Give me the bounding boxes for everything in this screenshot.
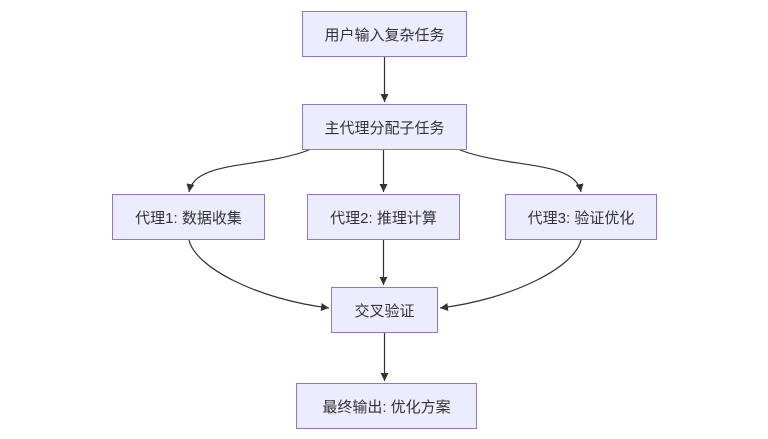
node-agent3: 代理3: 验证优化: [505, 194, 657, 240]
node-cross-validation: 交叉验证: [331, 287, 438, 333]
edge-main-agent-to-agent1: [186, 149, 310, 193]
node-main-agent: 主代理分配子任务: [302, 104, 467, 150]
edge-agent1-to-cross-validation: [188, 239, 330, 311]
edge-main-agent-to-agent3: [459, 149, 584, 193]
node-user-input: 用户输入复杂任务: [302, 11, 467, 57]
edge-agent3-to-cross-validation: [439, 239, 582, 311]
node-final-output: 最终输出: 优化方案: [296, 383, 477, 429]
node-agent2: 代理2: 推理计算: [307, 194, 460, 240]
node-agent1: 代理1: 数据收集: [112, 194, 265, 240]
